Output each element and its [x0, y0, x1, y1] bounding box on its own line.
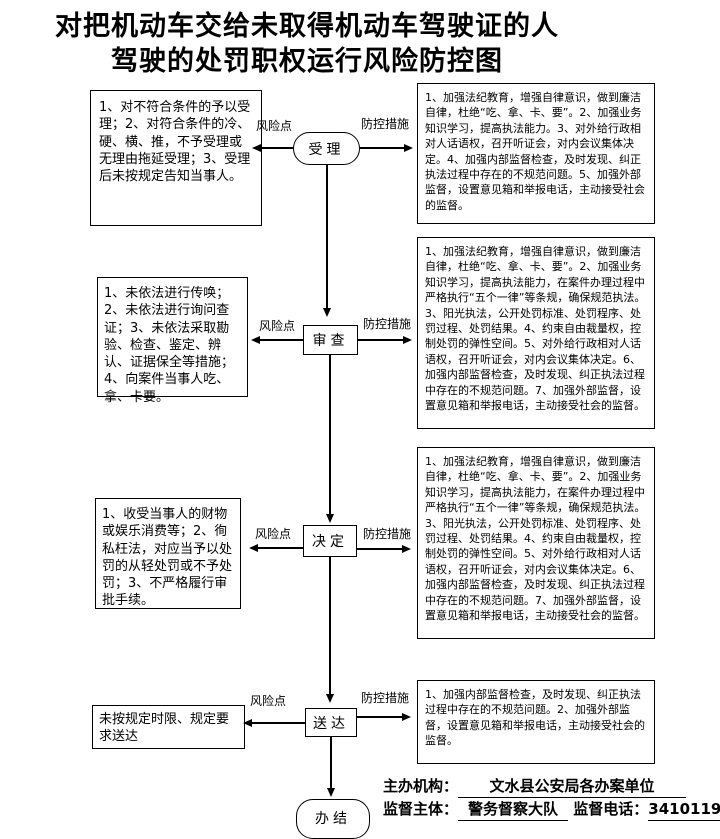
arrow-head-left-1 — [252, 144, 261, 152]
node-close: 办结 — [296, 799, 370, 839]
page-title-line1: 对把机动车交给未取得机动车驾驶证的人 — [55, 11, 559, 42]
node-accept: 受理 — [293, 132, 360, 165]
control-box-1: 1、加强法纪教育，增强自律意识，做到廉洁自律，杜绝“吃、拿、卡、要”。2、加强业… — [417, 83, 655, 224]
arrow-head-right-3 — [402, 545, 411, 553]
footer-phone-value: 3410119 — [648, 798, 720, 821]
node-review: 审查 — [303, 325, 358, 355]
flow-arrow-4-5 — [327, 788, 335, 797]
page-title: 对把机动车交给未取得机动车驾驶证的人 驾驶的处罚职权运行风险防控图 — [47, 10, 567, 79]
footer-phone-label: 监督电话： — [573, 800, 649, 818]
footer: 主办机构：文水县公安局各办案单位 监督主体：警务督察大队 监督电话：341011… — [383, 775, 720, 821]
control-label-1: 防控措施 — [361, 117, 410, 131]
risk-point-label-2: 风险点 — [259, 319, 296, 333]
flow-arrow-1-2 — [323, 308, 331, 317]
control-box-4: 1、加强内部监督检查，及时发现、纠正执法过程中存在的不规范问题。2、加强外部监督… — [417, 680, 655, 764]
arrow-line-left-1 — [261, 147, 293, 149]
arrow-head-right-1 — [404, 144, 413, 152]
footer-supervisor-value: 警务督察大队 — [458, 798, 569, 821]
arrow-line-right-3 — [357, 548, 403, 550]
control-label-3: 防控措施 — [363, 527, 412, 541]
risk-point-label-4: 风险点 — [250, 694, 287, 708]
flow-line-1-2 — [326, 165, 328, 309]
risk-box-2: 1、未依法进行传唤；2、未依法进行询问查证；3、未依法采取勘验、检查、鉴定、辨认… — [97, 277, 248, 405]
node-deliver: 送达 — [305, 708, 357, 737]
node-decide: 决定 — [303, 525, 357, 557]
arrow-head-right-2 — [403, 336, 412, 344]
flow-arrow-2-3 — [326, 514, 334, 523]
control-label-2: 防控措施 — [363, 317, 412, 331]
arrow-line-right-4 — [357, 716, 403, 718]
risk-point-label-1: 风险点 — [256, 119, 293, 133]
footer-supervisor-line: 监督主体：警务督察大队 监督电话：3410119 — [383, 798, 720, 821]
risk-box-1: 1、对不符合条件的予以受理；2、对符合条件的冷、硬、横、推，不予受理或无理由拖延… — [90, 90, 262, 226]
flow-line-4-5 — [330, 737, 332, 789]
flow-arrow-3-4 — [326, 694, 334, 703]
risk-box-4: 未按规定时限、规定要求送达 — [92, 705, 245, 749]
arrow-line-left-4 — [252, 722, 305, 724]
arrow-line-right-2 — [358, 339, 404, 341]
arrow-line-left-3 — [258, 547, 303, 549]
arrow-head-right-4 — [402, 713, 411, 721]
footer-org-value: 文水县公安局各办案单位 — [458, 775, 687, 798]
footer-supervisor-label: 监督主体： — [383, 800, 459, 818]
arrow-line-right-1 — [360, 147, 405, 149]
page-title-line2: 驾驶的处罚职权运行风险防控图 — [111, 45, 503, 77]
risk-point-label-3: 风险点 — [255, 527, 292, 541]
flow-line-3-4 — [329, 557, 331, 695]
arrow-head-left-4 — [243, 719, 252, 727]
arrow-head-left-3 — [249, 544, 258, 552]
arrow-line-left-2 — [260, 339, 303, 341]
control-box-3: 1、加强法纪教育，增强自律意识，做到廉洁自律，杜绝“吃、拿、卡、要”。2、加强业… — [417, 447, 655, 639]
risk-box-3: 1、收受当事人的财物或娱乐消费等；2、徇私枉法，对应当予以处罚的从轻处罚或不予处… — [95, 498, 241, 609]
control-label-4: 防控措施 — [361, 691, 410, 705]
footer-org-line: 主办机构：文水县公安局各办案单位 — [383, 775, 713, 798]
arrow-head-left-2 — [251, 336, 260, 344]
flow-line-2-3 — [329, 355, 331, 515]
control-box-2: 1、加强法纪教育，增强自律意识，做到廉洁自律，杜绝“吃、拿、卡、要”。2、加强业… — [417, 237, 655, 429]
footer-org-label: 主办机构： — [383, 777, 459, 795]
